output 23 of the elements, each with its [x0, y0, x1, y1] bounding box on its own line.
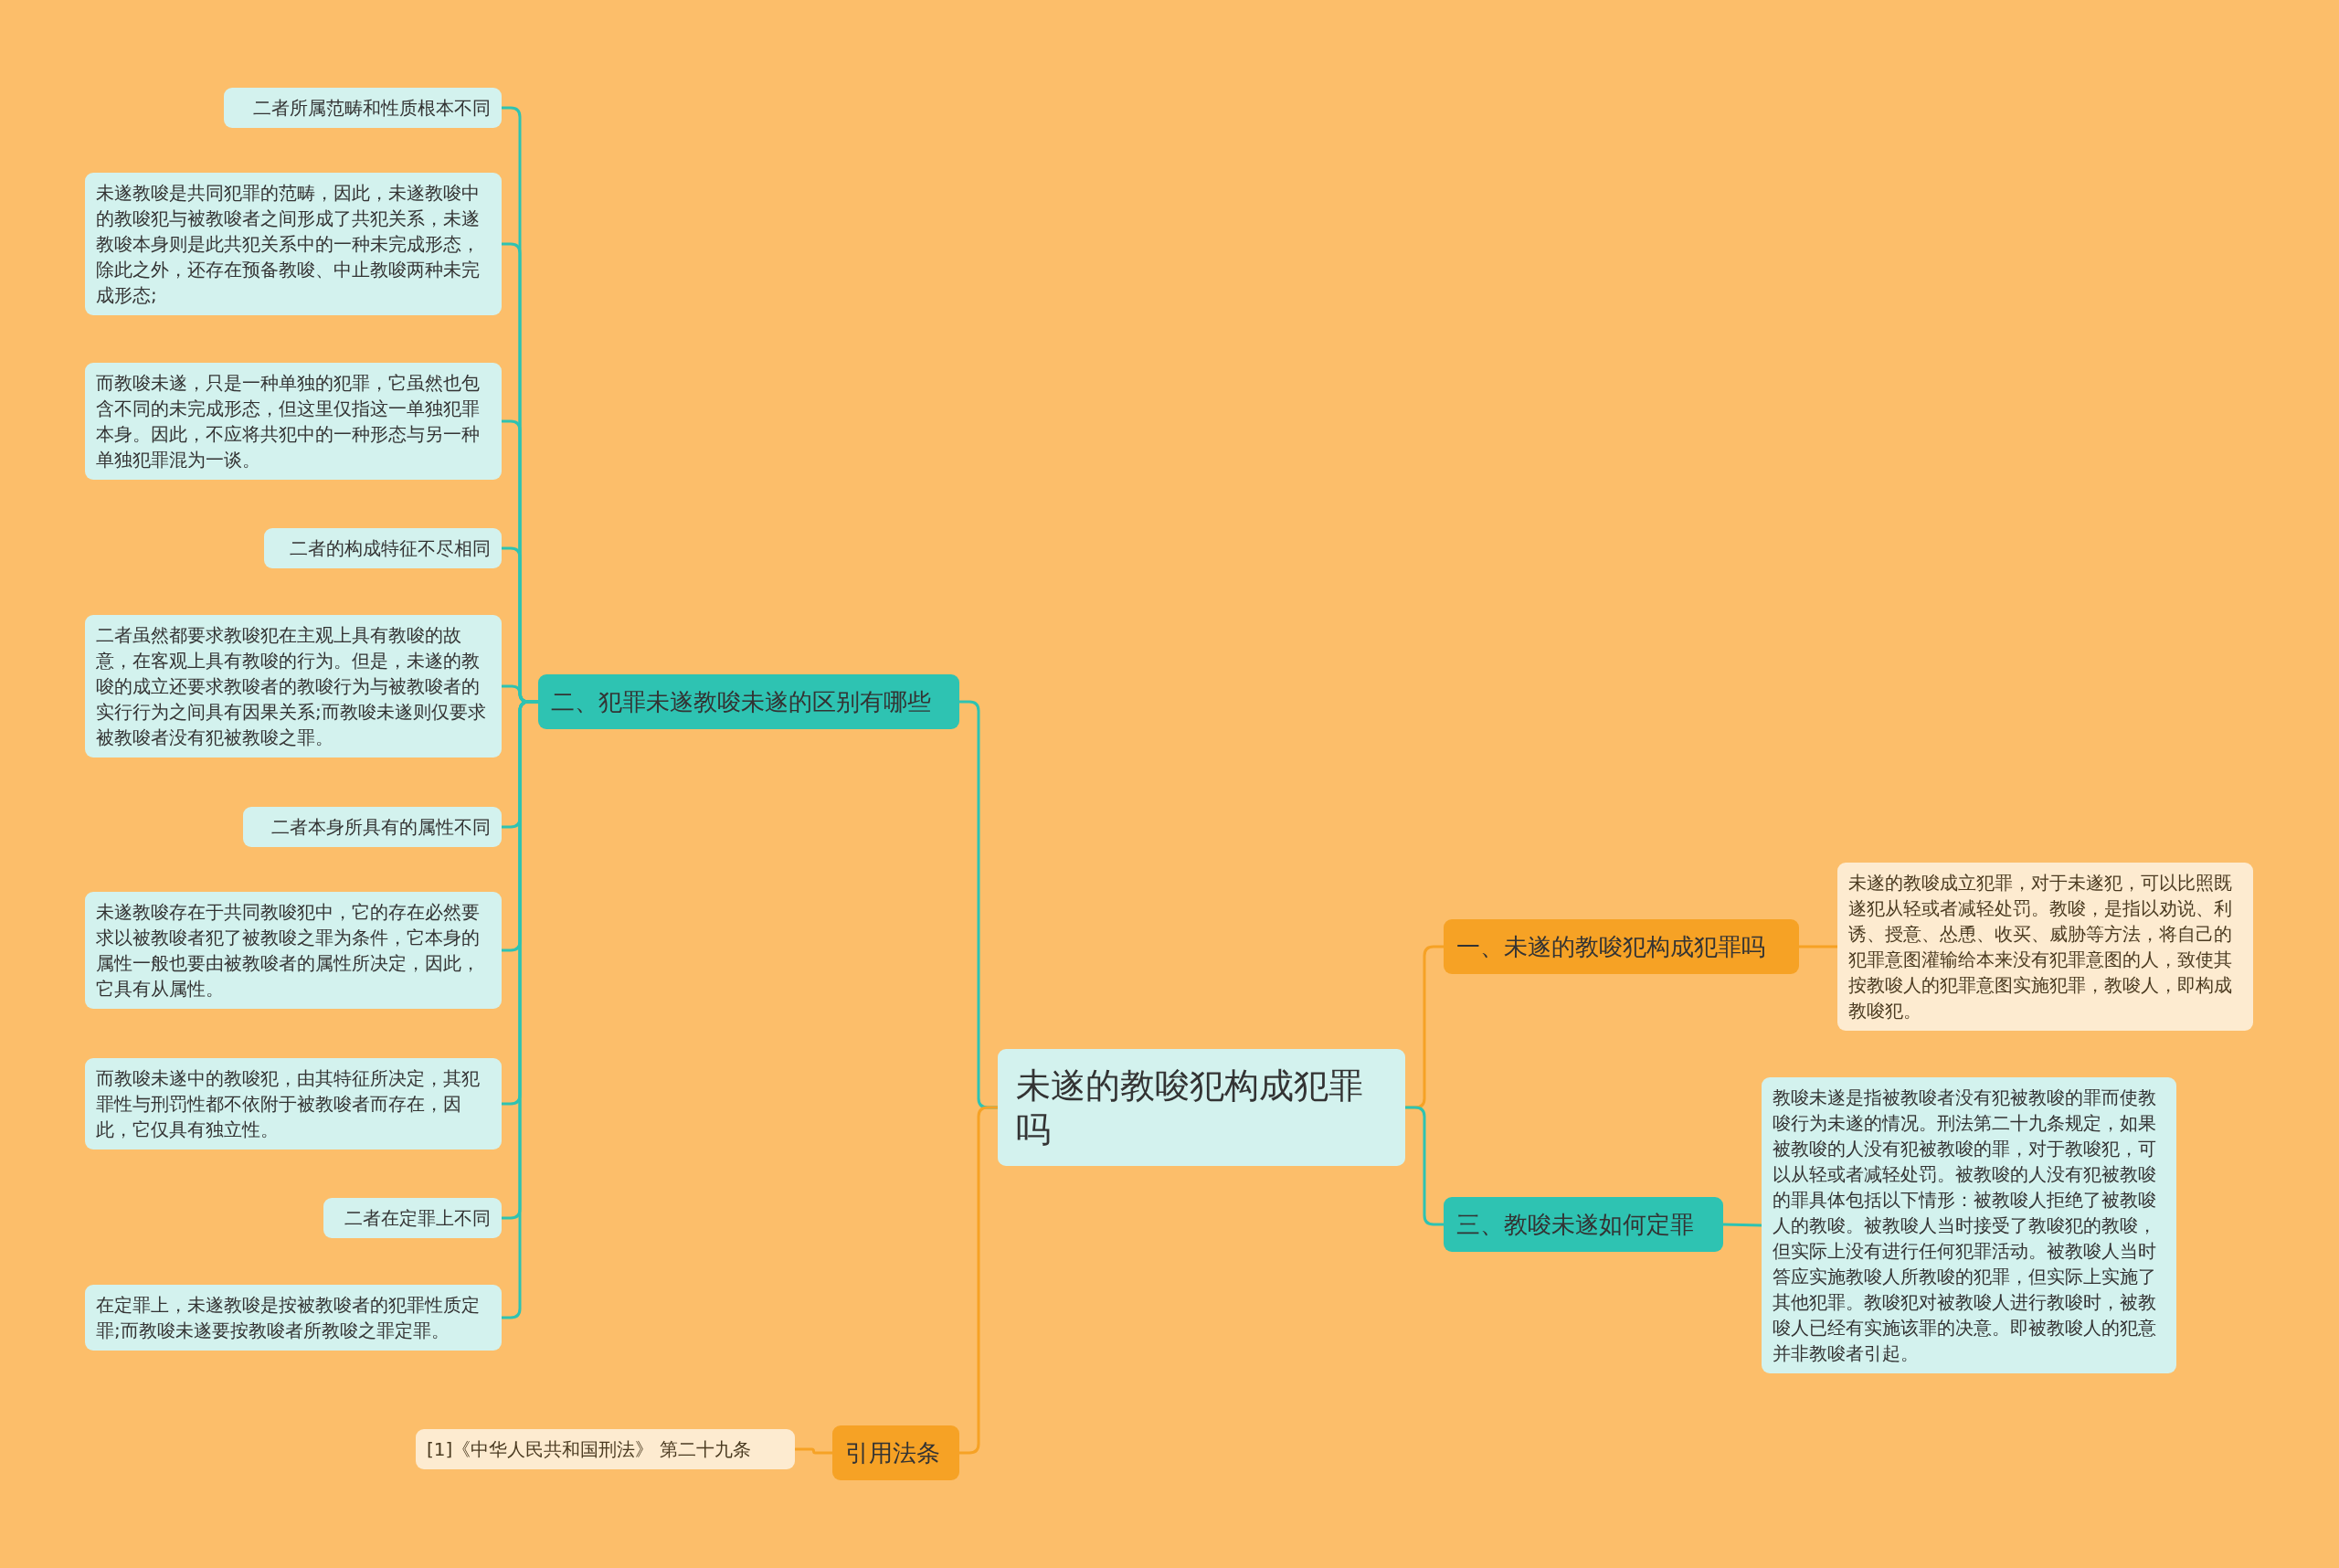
- note-box: 未遂的教唆成立犯罪，对于未遂犯，可以比照既遂犯从轻或者减轻处罚。教唆，是指以劝说、利诱、授意、怂恿、收买、威胁等方法，将自己的犯罪意图灌输给本来没有犯罪意图的人，致使其按教唆人的犯罪意图实施犯罪，教唆人，即构成教唆犯。: [1837, 863, 2253, 1031]
- branch-topic: 二、犯罪未遂教唆未遂的区别有哪些: [538, 674, 959, 729]
- branch-topic: 三、教唆未遂如何定罪: [1444, 1197, 1723, 1252]
- subtopic-box: 而教唆未遂中的教唆犯，由其特征所决定，其犯罪性与刑罚性都不依附于被教唆者而存在，因此，它仅具有独立性。: [85, 1058, 502, 1150]
- connector-line: [959, 1106, 998, 1455]
- branch-topic: 引用法条: [832, 1425, 959, 1480]
- subtopic-box: 在定罪上，未遂教唆是按被教唆者的犯罪性质定罪;而教唆未遂要按教唆者所教唆之罪定罪。: [85, 1285, 502, 1351]
- subtopic-box: 未遂教唆存在于共同教唆犯中，它的存在必然要求以被教唆者犯了被教唆之罪为条件，它本身的属性一般也要由被教唆者的属性所决定，因此，它具有从属性。: [85, 892, 502, 1009]
- subtopic-box: 未遂教唆是共同犯罪的范畴，因此，未遂教唆中的教唆犯与被教唆者之间形成了共犯关系，未遂教唆本身则是此共犯关系中的一种未完成形态，除此之外，还存在预备教唆、中止教唆两种未完成形态;: [85, 173, 502, 315]
- subtopic-box: 二者在定罪上不同: [323, 1198, 502, 1238]
- connector-line: [1405, 1106, 1444, 1226]
- subtopic-box: 二者所属范畴和性质根本不同: [224, 88, 502, 128]
- subtopic-box: 而教唆未遂，只是一种单独的犯罪，它虽然也包含不同的未完成形态，但这里仅指这一单独犯罪本身。因此，不应将共犯中的一种形态与另一种单独犯罪混为一谈。: [85, 363, 502, 480]
- subtopic-box: 教唆未遂是指被教唆者没有犯被教唆的罪而使教唆行为未遂的情况。刑法第二十九条规定，如果被教唆的人没有犯被教唆的罪，对于教唆犯，可以从轻或者减轻处罚。被教唆的人没有犯被教唆的罪具体包括以下情形：被教唆人拒绝了被教唆人的教唆。被教唆人当时接受了教唆犯的教唆，但实际上没有进行任何犯罪活动。被教唆人当时答应实施教唆人所教唆的犯罪，但实际上实施了其他犯罪。教唆犯对被教唆人进行教唆时，被教唆人已经有实施该罪的决意。即被教唆人的犯意并非教唆者引起。: [1762, 1077, 2176, 1373]
- connector-line: [795, 1447, 832, 1455]
- branch-topic: 一、未遂的教唆犯构成犯罪吗: [1444, 919, 1799, 974]
- subtopic-box: 二者本身所具有的属性不同: [243, 807, 502, 847]
- subtopic-box: 二者的构成特征不尽相同: [264, 528, 502, 568]
- note-box: [1]《中华人民共和国刑法》 第二十九条: [416, 1429, 795, 1469]
- subtopic-box: 二者虽然都要求教唆犯在主观上具有教唆的故意，在客观上具有教唆的行为。但是，未遂的教唆的成立还要求教唆者的教唆行为与被教唆者的实行行为之间具有因果关系;而教唆未遂则仅要求被教唆者没有犯被教唆之罪。: [85, 615, 502, 758]
- connector-line: [1722, 1223, 1762, 1227]
- connector-line: [1799, 945, 1837, 948]
- central-topic: 未遂的教唆犯构成犯罪吗: [998, 1049, 1405, 1166]
